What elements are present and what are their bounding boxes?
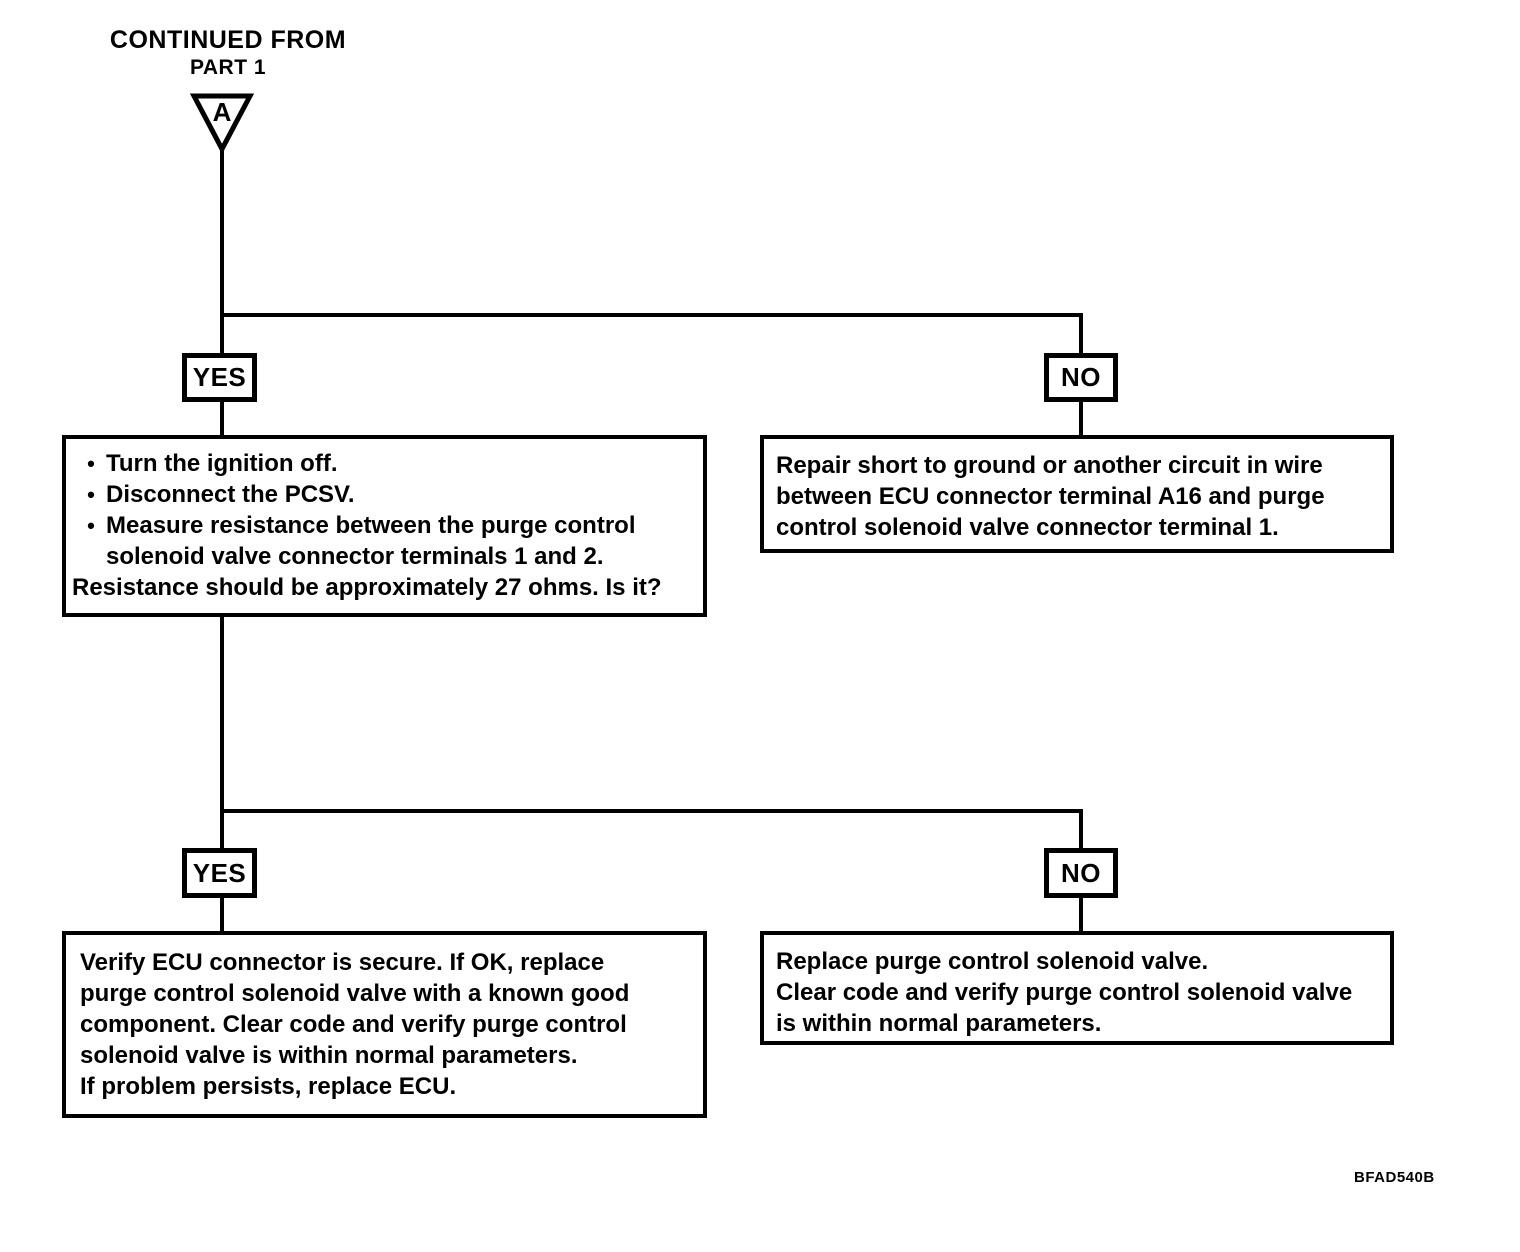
box-text-line: Replace purge control solenoid valve. bbox=[776, 948, 1209, 975]
connector-line bbox=[220, 617, 224, 813]
box-text-line: component. Clear code and verify purge c… bbox=[80, 1011, 627, 1038]
decision1-yes-label: YES bbox=[182, 353, 257, 402]
entry-connector-triangle: A bbox=[190, 93, 254, 155]
connector-line bbox=[220, 148, 224, 317]
bullet-icon: • bbox=[87, 482, 95, 507]
branch1-horizontal-line bbox=[220, 313, 1083, 317]
branch2-horizontal-line bbox=[220, 809, 1083, 813]
box-text-line: between ECU connector terminal A16 and p… bbox=[776, 483, 1325, 510]
box-text-line: control solenoid valve connector termina… bbox=[776, 514, 1279, 541]
continued-from-label: CONTINUED FROM bbox=[109, 26, 347, 54]
connector-line bbox=[220, 402, 224, 435]
box-text-line: Repair short to ground or another circui… bbox=[776, 452, 1323, 479]
connector-line bbox=[1079, 898, 1083, 931]
connector-line bbox=[220, 313, 224, 353]
box-text-line: solenoid valve is within normal paramete… bbox=[80, 1042, 578, 1069]
bullet-item: • Disconnect the PCSV. bbox=[76, 479, 693, 510]
triangle-shape bbox=[190, 93, 254, 155]
decision1-no-box: Repair short to ground or another circui… bbox=[760, 435, 1394, 553]
decision2-no-box: Replace purge control solenoid valve. Cl… bbox=[760, 931, 1394, 1045]
decision1-yes-box: • Turn the ignition off. • Disconnect th… bbox=[62, 435, 707, 617]
box-text-line: If problem persists, replace ECU. bbox=[80, 1073, 457, 1100]
bullet-item: • Measure resistance between the purge c… bbox=[76, 510, 693, 572]
connector-line bbox=[220, 809, 224, 848]
box-text-line: Verify ECU connector is secure. If OK, r… bbox=[80, 949, 605, 976]
bullet-text: Turn the ignition off. bbox=[106, 450, 338, 477]
yes-text: YES bbox=[192, 362, 247, 392]
no-text: NO bbox=[1061, 857, 1101, 888]
figure-code: BFAD540B bbox=[1354, 1169, 1435, 1186]
bullet-text: Measure resistance between the purge con… bbox=[106, 512, 636, 570]
connector-line bbox=[1079, 809, 1083, 848]
part-label: PART 1 bbox=[189, 56, 267, 79]
bullet-text: Disconnect the PCSV. bbox=[106, 481, 355, 508]
decision2-yes-box: Verify ECU connector is secure. If OK, r… bbox=[62, 931, 707, 1118]
box-text-line: is within normal parameters. bbox=[776, 1010, 1102, 1037]
connector-line bbox=[1079, 313, 1083, 353]
decision2-no-label: NO bbox=[1044, 848, 1118, 898]
bullet-icon: • bbox=[87, 513, 95, 538]
bullet-item: • Turn the ignition off. bbox=[76, 448, 693, 479]
question-text: Resistance should be approximately 27 oh… bbox=[72, 574, 662, 601]
no-text: NO bbox=[1061, 362, 1101, 392]
bullet-icon: • bbox=[87, 451, 95, 476]
decision2-yes-label: YES bbox=[182, 848, 257, 898]
connector-line bbox=[220, 898, 224, 931]
box-text-line: Clear code and verify purge control sole… bbox=[776, 979, 1353, 1006]
decision1-no-label: NO bbox=[1044, 353, 1118, 402]
yes-text: YES bbox=[192, 857, 247, 888]
box-text-line: purge control solenoid valve with a know… bbox=[80, 980, 630, 1007]
entry-connector-label: A bbox=[213, 97, 232, 127]
connector-line bbox=[1079, 402, 1083, 435]
